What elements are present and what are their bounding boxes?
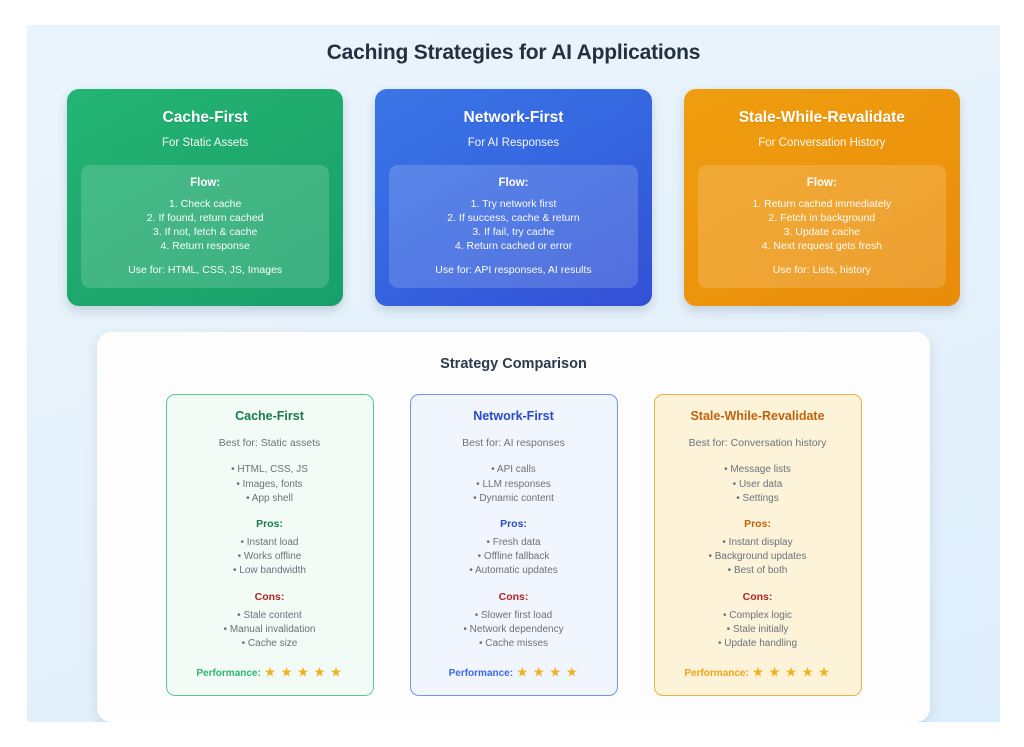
pro-item: • Low bandwidth [233,565,306,577]
cons-heading: Cons: [742,590,773,603]
performance-label: Performance: [448,668,514,680]
con-item: • Complex logic [722,609,793,621]
strategy-card-cache-first[interactable]: Cache-First For Static Assets Flow: 1. C… [67,89,344,307]
strategy-flow-box: Flow: 1. Return cached immediately 2. Fe… [697,165,946,289]
flow-step: 3. If fail, try cache [472,225,555,238]
star-rating-icon: ★ ★ ★ ★ [517,667,579,680]
performance-rating: Performance:★ ★ ★ ★ ★ [663,665,853,679]
pro-item: • Works offline [237,551,302,563]
comparison-card-title: Network-First [473,409,554,424]
pro-item: • Background updates [708,551,807,563]
con-item: • Cache misses [478,637,549,649]
comparison-card-title: Stale-While-Revalidate [690,409,825,424]
pro-item: • Fresh data [486,537,541,548]
comparison-best-for: Best for: Conversation history [688,437,827,450]
strategy-flow-box: Flow: 1. Check cache 2. If found, return… [81,165,330,289]
flow-use-for: Use for: Lists, history [772,264,871,277]
pros-heading: Pros: [500,518,527,530]
comparison-best-for: Best for: AI responses [462,437,565,450]
flow-step: 1. Check cache [168,198,242,210]
comparison-card-cache-first[interactable]: Cache-First Best for: Static assets • HT… [165,394,374,697]
strategy-card-subtitle: For Conversation History [758,137,886,149]
strategy-card-stale-while-revalidate[interactable]: Stale-While-Revalidate For Conversation … [683,89,960,307]
flow-heading: Flow: [498,177,529,189]
flow-step: 2. If success, cache & return [447,211,580,224]
strategy-card-subtitle: For AI Responses [467,137,560,149]
flow-step: 4. Return response [160,239,250,252]
flow-use-for: Use for: HTML, CSS, JS, Images [128,264,283,277]
use-case-item: • API calls [491,464,536,476]
con-item: • Manual invalidation [223,623,316,635]
flow-step: 2. Fetch in background [768,211,876,224]
use-case-item: • Settings [736,492,779,504]
con-item: • Slower first load [474,609,553,621]
strategy-flow-box: Flow: 1. Try network first 2. If success… [389,165,638,289]
use-case-item: • LLM responses [476,478,551,490]
flow-use-for: Use for: API responses, AI results [435,264,592,277]
performance-label: Performance: [196,668,261,680]
comparison-cards-row: Cache-First Best for: Static assets • HT… [127,394,900,697]
pro-item: • Offline fallback [477,551,550,563]
con-item: • Stale content [237,609,302,621]
use-case-item: • App shell [246,492,293,504]
flow-heading: Flow: [190,177,221,189]
flow-step: 3. If not, fetch & cache [152,225,258,238]
comparison-card-network-first[interactable]: Network-First Best for: AI responses • A… [409,394,618,697]
strategy-card-subtitle: For Static Assets [162,137,249,149]
cons-heading: Cons: [498,590,529,603]
flow-step: 1. Return cached immediately [752,198,892,210]
cons-heading: Cons: [254,590,285,603]
pro-item: • Best of both [727,565,788,577]
star-rating-icon: ★ ★ ★ ★ ★ [264,667,343,680]
strategy-comparison-panel: Strategy Comparison Cache-First Best for… [97,332,930,722]
strategy-card-title: Stale-While-Revalidate [738,109,905,126]
performance-rating: Performance:★ ★ ★ ★ ★ [175,665,365,679]
performance-rating: Performance:★ ★ ★ ★ [419,665,609,679]
page-title: Caching Strategies for AI Applications [326,41,701,64]
comparison-card-title: Cache-First [235,409,304,424]
pros-heading: Pros: [256,518,283,530]
star-rating-icon: ★ ★ ★ ★ ★ [752,667,831,680]
use-case-item: • Dynamic content [473,492,554,504]
flow-step: 3. Update cache [783,225,861,238]
pros-heading: Pros: [744,518,771,530]
con-item: • Network dependency [463,623,564,635]
strategy-cards-row: Cache-First For Static Assets Flow: 1. C… [27,89,1000,307]
flow-step: 1. Try network first [470,198,557,210]
use-case-item: • Message lists [724,464,791,476]
use-case-item: • Images, fonts [236,478,303,490]
comparison-card-stale-while-revalidate[interactable]: Stale-While-Revalidate Best for: Convers… [653,394,862,697]
strategy-card-title: Network-First [463,109,564,126]
con-item: • Stale initially [726,623,789,635]
comparison-best-for: Best for: Static assets [218,437,321,450]
flow-step: 4. Next request gets fresh [761,239,882,252]
pro-item: • Automatic updates [469,565,558,577]
page-root: Caching Strategies for AI Applications C… [27,25,1000,722]
flow-step: 2. If found, return cached [146,211,264,224]
use-case-item: • User data [732,478,783,490]
use-case-item: • HTML, CSS, JS [231,464,308,476]
flow-step: 4. Return cached or error [454,239,573,252]
pro-item: • Instant display [722,537,793,548]
con-item: • Cache size [241,637,298,649]
strategy-card-network-first[interactable]: Network-First For AI Responses Flow: 1. … [375,89,652,307]
flow-heading: Flow: [806,177,837,189]
pro-item: • Instant load [240,537,299,548]
performance-label: Performance: [684,668,749,680]
con-item: • Update handling [717,637,798,649]
strategy-card-title: Cache-First [162,109,248,126]
comparison-title: Strategy Comparison [440,356,587,373]
